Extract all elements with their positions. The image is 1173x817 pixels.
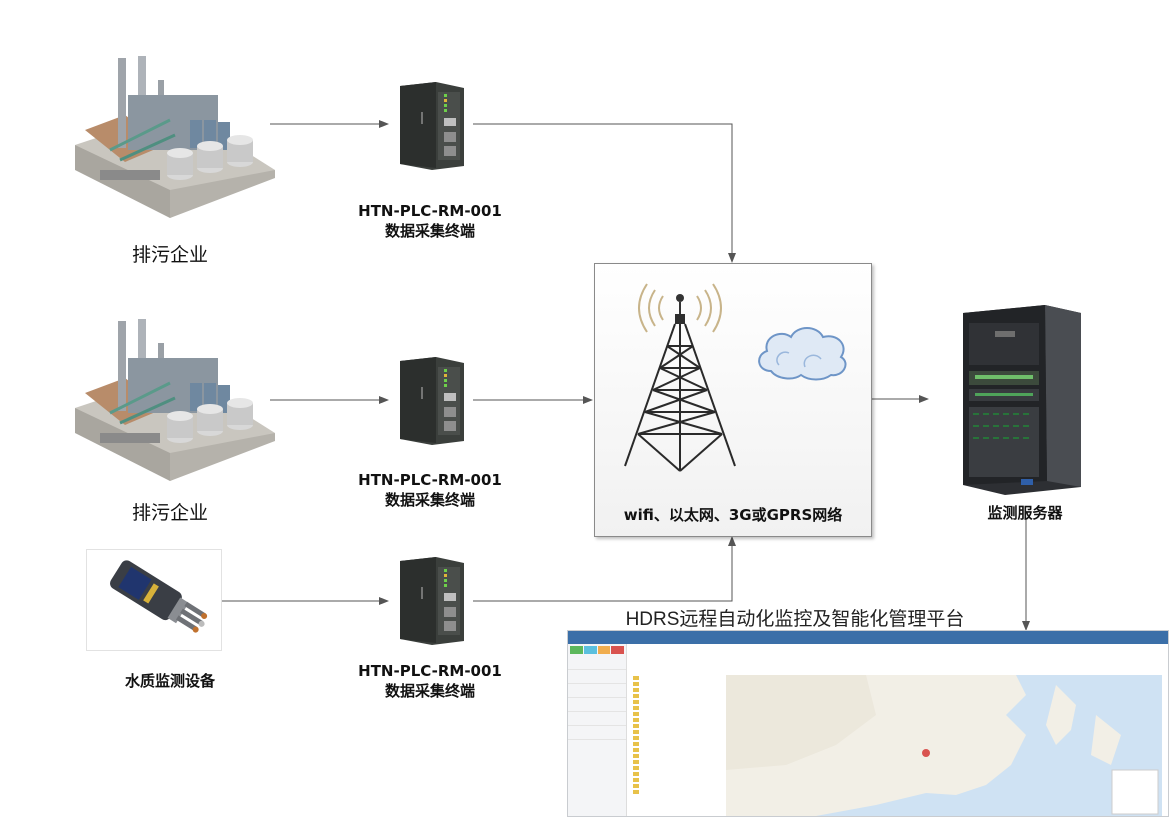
- plc-terminal-icon: [400, 82, 464, 170]
- arrow-terminal3-network: [473, 536, 736, 602]
- plc-terminal-icon: [400, 357, 464, 445]
- server-tower-icon: [963, 305, 1081, 495]
- terminal-2-desc: 数据采集终端: [384, 491, 475, 509]
- network-box: wifi、以太网、3G或GPRS网络: [594, 263, 872, 537]
- server-label: 监测服务器: [987, 504, 1063, 522]
- platform-header-bar: [568, 631, 1168, 644]
- terminal-2-model: HTN-PLC-RM-001: [358, 471, 502, 489]
- cloud-icon: [758, 327, 847, 381]
- platform-screenshot: [567, 630, 1169, 817]
- plc-terminal-icon: [400, 557, 464, 645]
- platform-sidebar: [568, 644, 627, 816]
- enterprise-label-1: 排污企业: [131, 244, 208, 266]
- factory-icon: [75, 56, 275, 218]
- arrow-terminal1-network: [473, 123, 736, 263]
- terminal-3-model: HTN-PLC-RM-001: [358, 662, 502, 680]
- radio-tower-icon: [624, 283, 736, 472]
- terminal-1-model: HTN-PLC-RM-001: [358, 202, 502, 220]
- factory-icon: [75, 319, 275, 481]
- water-probe-icon: [86, 549, 222, 651]
- water-device-label: 水质监测设备: [124, 672, 215, 690]
- terminal-1-desc: 数据采集终端: [384, 222, 475, 240]
- platform-title: HDRS远程自动化监控及智能化管理平台: [625, 609, 965, 630]
- platform-region-tree: [631, 675, 713, 815]
- enterprise-label-2: 排污企业: [131, 502, 208, 524]
- network-label: wifi、以太网、3G或GPRS网络: [623, 506, 843, 524]
- platform-map: [726, 675, 1162, 816]
- terminal-3-desc: 数据采集终端: [384, 682, 475, 700]
